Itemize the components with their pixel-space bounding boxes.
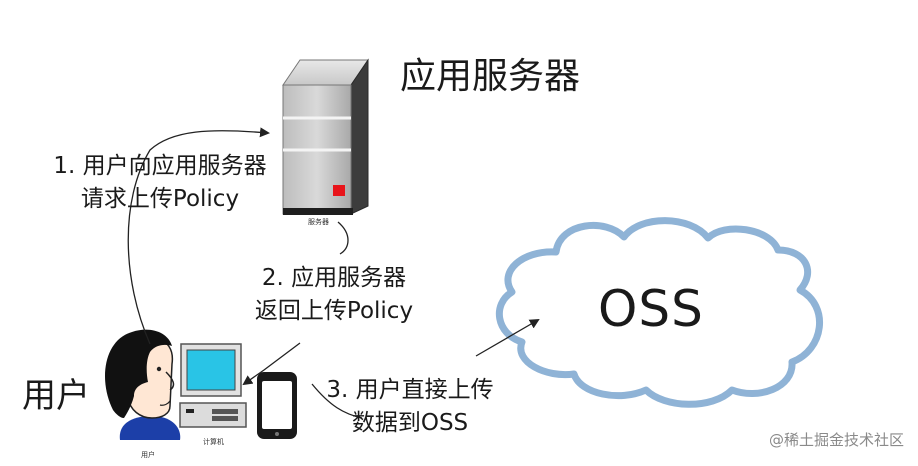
return-policy-arrow <box>337 221 349 255</box>
return-policy-arrow-head <box>242 342 301 386</box>
computer-icon <box>179 343 247 428</box>
step-3-label: 3. 用户直接上传 数据到OSS <box>318 374 502 440</box>
user-label: 用户 <box>22 376 90 416</box>
upload-to-oss-arrow <box>475 318 540 357</box>
user-caption: 用户 <box>141 451 155 459</box>
server-caption: 服务器 <box>308 218 329 226</box>
mobile-phone-icon <box>257 372 297 439</box>
server-icon <box>282 58 369 215</box>
user-avatar-icon <box>105 329 181 440</box>
step-3-line2: 数据到OSS <box>351 410 469 436</box>
watermark-text: @稀土掘金技术社区 <box>768 431 904 449</box>
step-2-line2: 返回上传Policy <box>254 298 414 324</box>
request-policy-arrow <box>127 127 270 345</box>
oss-label: OSS <box>598 280 704 338</box>
step-1-line1: 1. 用户向应用服务器 <box>53 153 267 179</box>
computer-caption: 计算机 <box>203 438 224 446</box>
server-status-led <box>333 185 345 196</box>
step-2-line1: 2. 应用服务器 <box>261 265 407 291</box>
oss-cloud-icon <box>495 217 824 408</box>
upload-arrow-tail <box>311 383 363 419</box>
step-1-line2: 请求上传Policy <box>80 186 240 212</box>
server-title: 应用服务器 <box>400 56 581 97</box>
step-2-label: 2. 应用服务器 返回上传Policy <box>248 262 420 328</box>
step-3-line1: 3. 用户直接上传 <box>326 377 494 403</box>
step-1-label: 1. 用户向应用服务器 请求上传Policy <box>42 150 278 216</box>
